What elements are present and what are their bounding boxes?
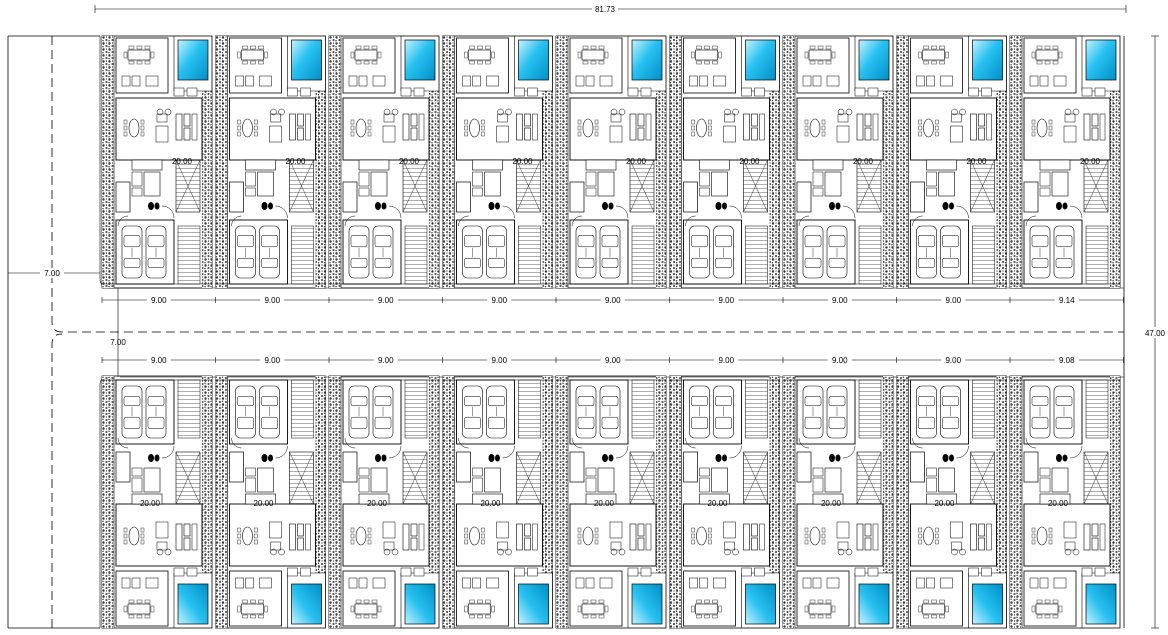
- lot-depth-label: 20.00: [367, 499, 388, 508]
- lot-width-label: 9.00: [605, 296, 621, 305]
- lot: [669, 375, 780, 629]
- lot-width-label: 9.00: [718, 356, 734, 365]
- lot-depth-label: 20.00: [253, 499, 274, 508]
- lot: [782, 375, 894, 629]
- lot-depth-label: 20.00: [512, 157, 533, 166]
- lot-depth-label: 20.00: [853, 157, 874, 166]
- lot: [896, 35, 1007, 289]
- lot-width-label: 9.00: [378, 356, 394, 365]
- lots-row-top: 20.00 20.00 20.00 20.00 20.00 20.00 20.00 20.00…: [101, 35, 1121, 289]
- lot-width-label: 9.00: [151, 356, 167, 365]
- lot-width-label: 9.00: [945, 356, 961, 365]
- overall-depth-label: 47.00: [1145, 329, 1166, 338]
- lot-width-dimensions-bottom: 9.00 9.00 9.00 9.00 9.00 9.00 9.00 9.00 9.08: [101, 355, 1124, 365]
- lot: [1009, 375, 1121, 629]
- lot-depth-label: 20.00: [399, 157, 420, 166]
- lot-depth-label: 20.00: [1080, 157, 1101, 166]
- lot-width-label: 9.00: [264, 356, 280, 365]
- lot-depth-label: 20.00: [707, 499, 728, 508]
- lot-width-label: 9.00: [491, 356, 507, 365]
- overall-width-label: 81.73: [595, 5, 616, 14]
- lot: [215, 35, 326, 289]
- lot-width-label: 9.00: [832, 356, 848, 365]
- lot: [328, 375, 440, 629]
- lot: [782, 35, 894, 289]
- lot: [101, 35, 213, 289]
- lot: [669, 35, 780, 289]
- lots-row-bottom: 20.00 20.00 20.00 20.00 20.00 20.00 20.00 20.00…: [101, 375, 1121, 629]
- road-width-left-dimension: 7.00: [8, 268, 100, 278]
- lot-width-label: 9.00: [491, 296, 507, 305]
- lot-depth-label: 20.00: [172, 157, 193, 166]
- overall-width-dimension: 81.73: [94, 3, 1127, 14]
- lot: [442, 375, 553, 629]
- overall-depth-dimension: 47.00: [1142, 35, 1168, 629]
- lot-depth-label: 20.00: [285, 157, 306, 166]
- lot: [215, 375, 326, 629]
- lot-width-label: 9.00: [832, 296, 848, 305]
- lot-depth-label: 20.00: [594, 499, 615, 508]
- lot-depth-label: 20.00: [140, 499, 161, 508]
- lot: [555, 375, 667, 629]
- lot-depth-label: 20.00: [821, 499, 842, 508]
- lot-width-label: 9.00: [945, 296, 961, 305]
- lot: [896, 375, 1007, 629]
- lot-width-label: 9.00: [264, 296, 280, 305]
- road-width-center-dimension: 7.00: [110, 288, 126, 377]
- lot-depth-label: 20.00: [966, 157, 987, 166]
- lot-width-label: 9.08: [1059, 356, 1075, 365]
- lot: [101, 375, 213, 629]
- lot-depth-label: 20.00: [480, 499, 501, 508]
- lot-width-label: 9.00: [718, 296, 734, 305]
- road-width-left-label: 7.00: [44, 269, 60, 278]
- lot-depth-label: 20.00: [739, 157, 760, 166]
- lot: [1009, 35, 1121, 289]
- lot-depth-label: 20.00: [626, 157, 647, 166]
- lot: [555, 35, 667, 289]
- lot-width-dimensions-top: 9.00 9.00 9.00 9.00 9.00 9.00 9.00 9.00 9.14: [101, 295, 1124, 305]
- lot: [328, 35, 440, 289]
- lot-depth-label: 20.00: [1048, 499, 1069, 508]
- lot-width-label: 9.00: [151, 296, 167, 305]
- lot-width-label: 9.00: [605, 356, 621, 365]
- road-width-center-label: 7.00: [110, 338, 126, 347]
- lot-depth-label: 20.00: [934, 499, 955, 508]
- road-centerline: [51, 36, 1124, 628]
- lot: [442, 35, 553, 289]
- lot-width-label: 9.14: [1059, 296, 1075, 305]
- lot-width-label: 9.00: [378, 296, 394, 305]
